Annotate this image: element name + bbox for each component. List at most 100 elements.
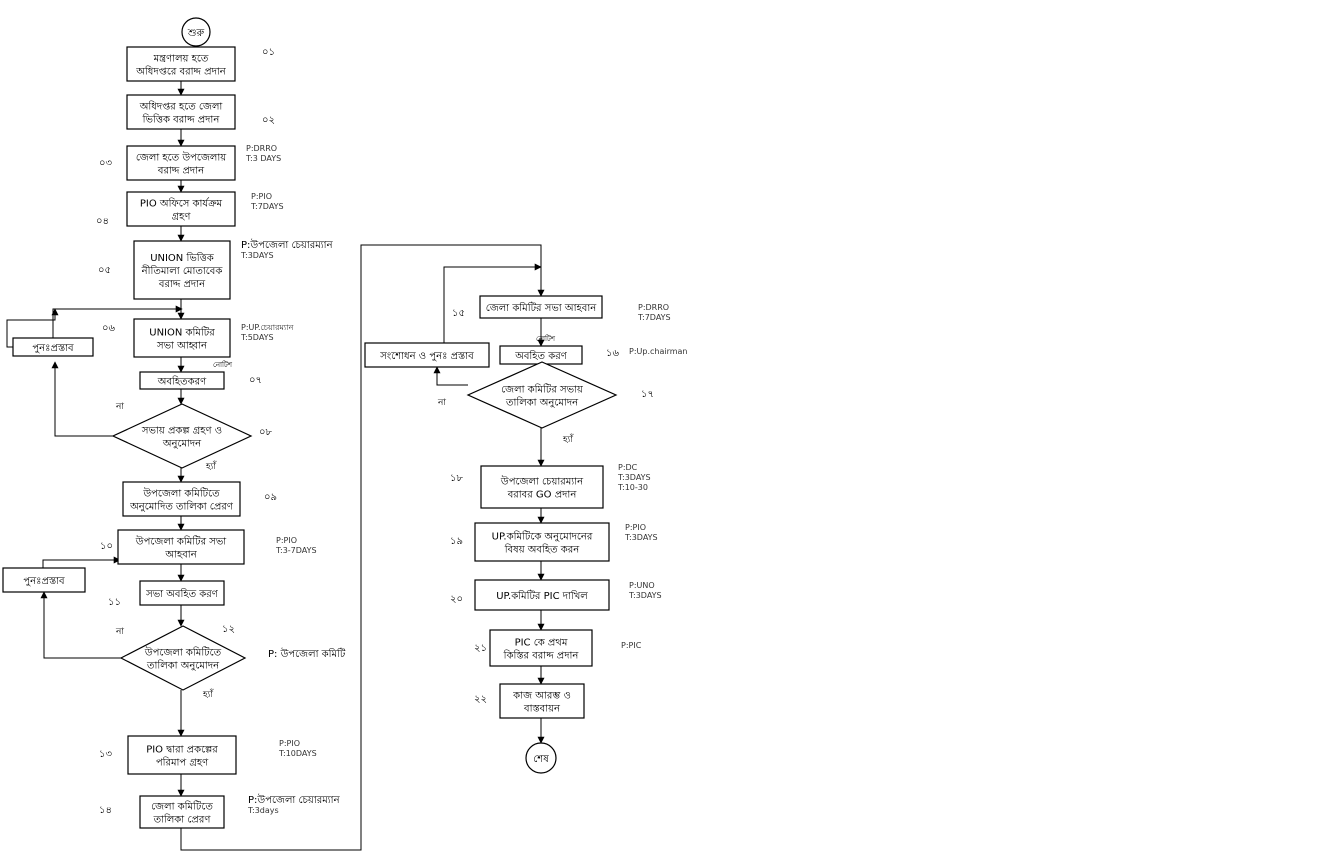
connector-label-no12: না — [115, 627, 124, 637]
node-text: জেলা কমিটিতে — [151, 800, 213, 813]
node-n3: জেলা হতে উপজেলায় বরাদ্দ প্রদান — [126, 145, 236, 181]
node-text: উপজেলা চেয়ারম্যান — [500, 475, 584, 488]
connector-10 — [6, 308, 59, 348]
step-number: ২০ — [450, 594, 463, 605]
node-n7: অবহিতকরণ — [139, 371, 225, 390]
annotation-a14: P:উপজেলা চেয়ারম্যানT:3days — [247, 793, 341, 815]
node-text: জেলা কমিটির সভা আহবান — [486, 301, 597, 314]
step-number: ২১ — [474, 643, 487, 654]
node-text: অধিদপ্তরে বরাদ্দ প্রদান — [135, 66, 226, 78]
flow-connectors — [6, 40, 545, 851]
decision-diamond — [119, 625, 247, 691]
annotation-text: T:3DAYS — [628, 591, 662, 600]
node-n4: PIO অফিসে কার্যক্রমগ্রহণ — [126, 191, 236, 227]
node-n8: সভায় প্রকল্প গ্রহণ ওঅনুমোদন — [111, 403, 253, 469]
node-text: বরাদ্দ প্রদান — [157, 166, 205, 177]
process-box — [126, 46, 236, 82]
step-number: ১৪ — [99, 805, 112, 816]
process-box — [133, 240, 231, 300]
node-n17: জেলা কমিটির সভায়তালিকা অনুমোদন — [466, 361, 618, 429]
process-box — [139, 580, 225, 606]
process-box — [117, 529, 245, 565]
node-text: অবহিতকরণ — [157, 376, 207, 388]
node-text: বিষয় অবহিত করন — [504, 544, 581, 556]
node-text: অনুমোদন — [162, 439, 202, 450]
node-n10: উপজেলা কমিটির সভা আহবান — [117, 529, 245, 565]
annotation-text: T:3DAYS — [617, 473, 651, 482]
node-text: কিস্তির বরাদ্দ প্রদান — [503, 650, 580, 662]
node-text: শুরু — [187, 28, 205, 39]
node-n9: উপজেলা কমিটিতেঅনুমোদিত তালিকা প্রেরণ — [122, 481, 241, 517]
node-n5: UNION ভিত্তিকনীতিমালা মোতাবেক বরাদ্দ প্রদ… — [133, 240, 231, 300]
step-number: ০২ — [262, 115, 275, 126]
node-text: UP.কমিটিকে অনুমোদনের — [492, 530, 593, 543]
node-n13: PIO দ্বারা প্রকল্পেরপরিমাপ গ্রহণ — [127, 735, 237, 775]
step-number: ১৫ — [452, 308, 465, 319]
process-box — [126, 191, 236, 227]
step-numbers: ০১০২০৩০৪০৫০৬০৭০৮০৯১০১১১২১৩১৪১৫১৬১৭১৮১৯২০… — [96, 47, 654, 816]
connector-label-no8: না — [115, 402, 124, 412]
node-text: উপজেলা কমিটির সভা — [135, 535, 228, 548]
connector-label-notice2: নোটিশ — [536, 334, 556, 343]
process-box — [127, 735, 237, 775]
step-number: ১৯ — [450, 536, 463, 547]
node-n10r: পুনঃপ্রস্তাব — [2, 567, 86, 593]
process-box — [139, 371, 225, 390]
node-text: UNION কমিটির — [149, 326, 215, 339]
node-text: PIC কে প্রথম — [515, 638, 568, 649]
terminal-circle — [181, 17, 211, 47]
node-text: অধিদপ্তর হতে জেলা — [139, 101, 224, 113]
annotation-text: P:PIO — [276, 536, 297, 545]
annotation-text: T:3DAYS — [624, 533, 658, 542]
process-box — [480, 465, 604, 509]
node-text: জেলা কমিটির সভায় — [501, 383, 584, 396]
node-text: নীতিমালা মোতাবেক — [141, 264, 224, 277]
node-end: শেষ — [525, 742, 557, 774]
connector-label-yes8: হ্যাঁ — [205, 460, 217, 472]
annotation-text: P:UNO — [629, 581, 655, 590]
connector-label-yes17: হ্যাঁ — [562, 433, 574, 445]
node-text: পুনঃপ্রস্তাব — [23, 576, 65, 587]
step-number: ১৬ — [606, 348, 619, 359]
step-number: ০৫ — [98, 265, 111, 276]
process-box — [2, 567, 86, 593]
annotation-text: P:DRRO — [246, 144, 277, 153]
annotation-text: T:7DAYS — [637, 313, 671, 322]
connector-19 — [180, 244, 545, 851]
annotation-text: T:3days — [247, 806, 279, 815]
process-box — [133, 318, 231, 358]
annotation-a6: P:UP.চেয়ারম্যানT:5DAYS — [240, 323, 294, 342]
step-number: ১৩ — [99, 749, 112, 760]
annotation-text: P:DRRO — [638, 303, 669, 312]
node-text: উপজেলা কমিটিতে — [142, 487, 220, 500]
node-n12: উপজেলা কমিটিতেতালিকা অনুমোদন — [119, 625, 247, 691]
node-text: জেলা হতে উপজেলায় — [136, 151, 227, 164]
node-text: বরাদ্দ প্রদান — [158, 279, 206, 290]
node-text: আহবান — [164, 550, 197, 561]
node-text: পুনঃপ্রস্তাব — [32, 343, 74, 354]
step-number: ০৭ — [249, 375, 262, 386]
step-number: ১৮ — [450, 473, 463, 484]
process-box — [122, 481, 241, 517]
annotation-text: T:3 DAYS — [245, 154, 281, 163]
terminal-circle — [525, 742, 557, 774]
process-box — [364, 342, 490, 368]
decision-diamond — [111, 403, 253, 469]
step-number: ১২ — [222, 624, 235, 635]
node-n15: জেলা কমিটির সভা আহবান — [479, 295, 603, 319]
process-box — [499, 683, 585, 719]
annotation-text: P:উপজেলা চেয়ারম্যান — [248, 793, 341, 806]
annotation-a21: P:PIC — [621, 641, 642, 650]
annotation-text: T:5DAYS — [240, 333, 274, 342]
node-n2: অধিদপ্তর হতে জেলাভিত্তিক বরাদ্দ প্রদান — [126, 94, 236, 130]
connector-label-no17: না — [437, 398, 446, 408]
process-box — [139, 795, 225, 829]
node-text: UNION ভিত্তিক — [150, 252, 215, 264]
process-box — [479, 295, 603, 319]
node-n14: জেলা কমিটিতেতালিকা প্রেরণ — [139, 795, 225, 829]
